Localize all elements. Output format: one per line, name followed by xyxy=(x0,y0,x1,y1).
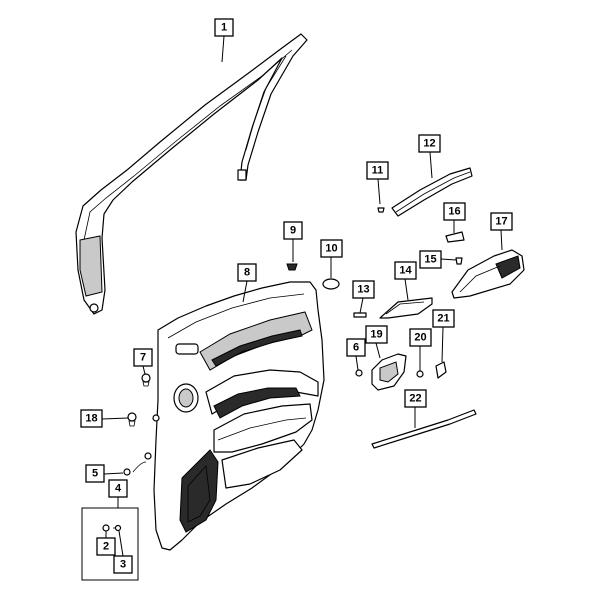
bezel-14-part xyxy=(379,297,433,319)
callout-17: 17 xyxy=(490,212,513,231)
callout-label-2: 2 xyxy=(103,541,109,553)
weatherstrip-part xyxy=(75,33,308,315)
callout-label-8: 8 xyxy=(244,267,250,279)
callout-6: 6 xyxy=(346,338,366,357)
screw-5-part xyxy=(123,468,131,476)
callout-22: 22 xyxy=(404,389,427,408)
callout-label-16: 16 xyxy=(448,206,460,218)
pin-18-part xyxy=(127,412,137,422)
callout-4: 4 xyxy=(108,479,128,498)
detail-inset-box xyxy=(81,507,139,581)
callout-label-1: 1 xyxy=(221,22,227,34)
fastener-3-part xyxy=(114,524,122,532)
callout-label-4: 4 xyxy=(115,483,122,495)
screw-15-part xyxy=(455,257,463,265)
callout-label-20: 20 xyxy=(414,332,426,344)
clip-7-part xyxy=(141,373,151,383)
small-parts xyxy=(102,167,525,532)
callout-5: 5 xyxy=(85,464,105,483)
clip-20-part xyxy=(416,370,424,378)
callout-19: 19 xyxy=(365,325,388,344)
callout-label-14: 14 xyxy=(399,265,412,277)
door-trim-panel-part xyxy=(144,281,325,551)
plug-6-part xyxy=(355,369,363,377)
switch-21-part xyxy=(435,361,447,379)
callout-label-13: 13 xyxy=(357,284,369,296)
screw-13-part xyxy=(353,312,367,318)
bezel-strip-12-part xyxy=(391,167,473,217)
callout-3: 3 xyxy=(113,555,133,574)
callout-label-3: 3 xyxy=(120,559,126,571)
fastener-2-part xyxy=(102,524,110,532)
clip-9-part xyxy=(286,263,298,271)
callout-21: 21 xyxy=(432,309,455,328)
callout-16: 16 xyxy=(443,202,466,221)
callout-13: 13 xyxy=(352,280,375,299)
callout-label-18: 18 xyxy=(85,413,97,425)
callout-label-7: 7 xyxy=(140,352,146,364)
callouts: 1 8 9 10 11 12 16 17 15 14 13 19 6 20 21… xyxy=(80,18,513,574)
molding-22-part xyxy=(371,409,477,449)
callout-label-5: 5 xyxy=(92,468,98,480)
callout-label-12: 12 xyxy=(423,138,435,150)
callout-label-22: 22 xyxy=(409,393,421,405)
screw-11-part xyxy=(377,207,385,213)
callout-8: 8 xyxy=(237,263,257,282)
cover-16-part xyxy=(445,231,465,243)
callout-label-19: 19 xyxy=(370,329,382,341)
callout-18: 18 xyxy=(80,409,103,428)
callout-15: 15 xyxy=(419,250,442,269)
plug-10-part xyxy=(322,278,340,290)
callout-label-17: 17 xyxy=(495,216,507,228)
armrest-17-part xyxy=(451,249,525,299)
callout-10: 10 xyxy=(320,239,343,258)
callout-label-6: 6 xyxy=(353,342,359,354)
callout-14: 14 xyxy=(394,261,417,280)
callout-label-9: 9 xyxy=(290,225,296,237)
callout-20: 20 xyxy=(409,328,432,347)
callout-7: 7 xyxy=(133,348,153,367)
callout-label-15: 15 xyxy=(424,254,436,266)
leader-lines xyxy=(101,35,503,557)
callout-label-10: 10 xyxy=(325,243,337,255)
callout-12: 12 xyxy=(418,134,441,153)
callout-9: 9 xyxy=(283,221,303,240)
callout-label-11: 11 xyxy=(372,165,384,177)
callout-1: 1 xyxy=(214,18,234,37)
callout-label-21: 21 xyxy=(437,313,449,325)
callout-2: 2 xyxy=(96,537,116,556)
callout-11: 11 xyxy=(366,161,389,180)
